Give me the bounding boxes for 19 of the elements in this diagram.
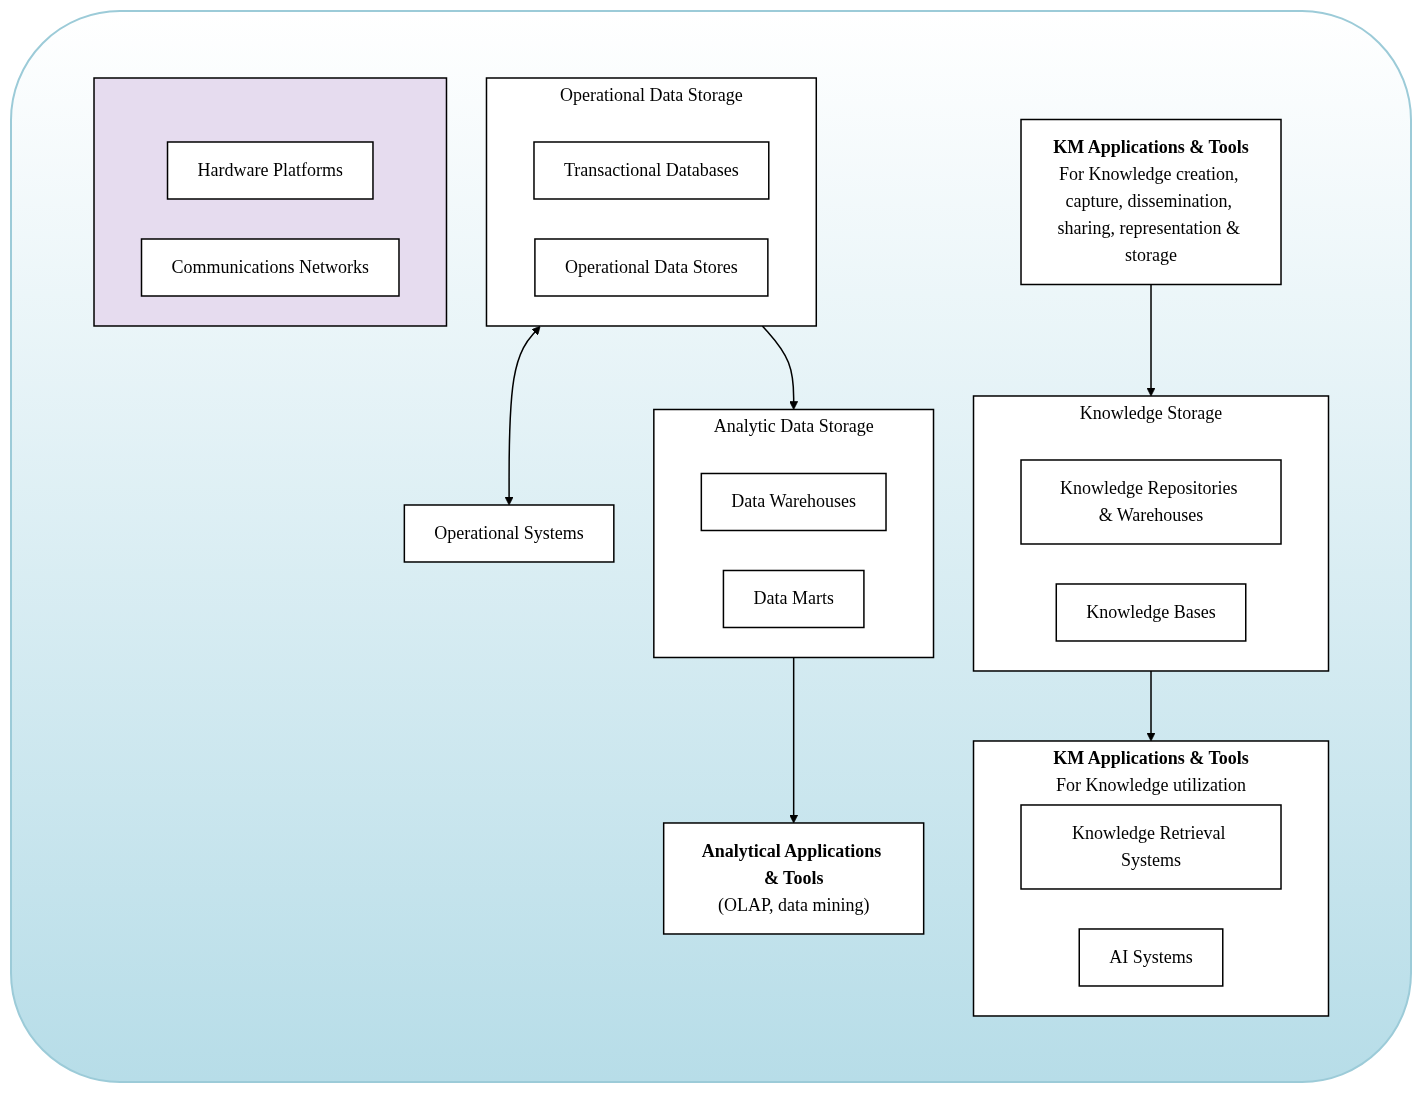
node-box: AI Systems xyxy=(1078,927,1224,987)
node-box: Communications Networks xyxy=(140,237,400,297)
node-box: Transactional Databases xyxy=(532,140,770,200)
node-box: Knowledge Retrieval Systems xyxy=(1020,803,1282,890)
node-box: Operational Systems xyxy=(403,503,615,563)
node-box: Knowledge Bases xyxy=(1055,582,1247,642)
arrow xyxy=(789,656,798,823)
node-box: Hardware Platforms xyxy=(166,140,374,200)
arrow xyxy=(504,325,541,505)
node-box: Data Marts xyxy=(722,569,865,628)
node-box: Data Warehouses xyxy=(700,472,887,531)
arrow xyxy=(1146,669,1156,741)
node-box: Analytical Applications & Tools (OLAP, data mining) xyxy=(662,821,925,935)
cluster xyxy=(93,76,447,327)
node-box: Operational Data Stores xyxy=(533,237,769,297)
arrow xyxy=(1146,283,1156,396)
node-box: KM Applications & Tools For Knowledge creation, capture, dissemination, sharing, representation & storage xyxy=(1020,118,1282,285)
node-box: Knowledge Repositories & Warehouses xyxy=(1020,458,1282,545)
arrow xyxy=(761,324,798,410)
